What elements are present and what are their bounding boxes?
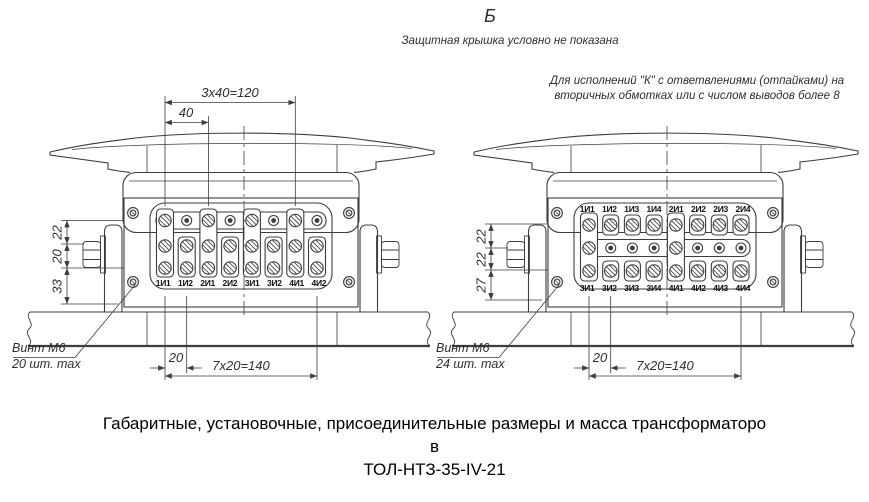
left-cover (122, 171, 360, 234)
left-screw-note: Винт М6 20 шт. max (12, 340, 81, 372)
right-view-linework (437, 126, 859, 380)
terminal-label: 3И4 (646, 282, 662, 293)
view-label: Б (484, 6, 496, 26)
terminal-label: 4И2 (311, 277, 327, 288)
terminal-label: 4И1 (668, 282, 684, 293)
left-view-linework (13, 96, 435, 380)
terminal-label: 3И2 (602, 282, 617, 293)
caption-line2: в (429, 437, 440, 456)
right-dimension-lines (437, 223, 742, 380)
left-dim-bottom-total: 7х20=140 (212, 358, 270, 373)
left-flange (49, 132, 435, 173)
right-dim-bottom-step: 20 (592, 350, 608, 365)
left-base-band (26, 311, 432, 348)
right-dim-bottom-total: 7х20=140 (636, 358, 694, 373)
terminal-label: 4И4 (735, 282, 751, 293)
left-dim-top-total: 3х40=120 (201, 85, 259, 100)
right-flange (473, 132, 859, 173)
right-terminal-labels-bottom: 3И1 3И2 3И3 3И4 4И1 4И2 4И3 4И4 (576, 283, 754, 293)
terminal-label: 4И3 (713, 282, 728, 293)
terminal-label: 2И2 (691, 203, 706, 214)
drawing-caption: Габаритные, установочные, присоединитель… (0, 412, 869, 481)
terminal-label: 3И3 (624, 282, 639, 293)
right-base-band (450, 311, 856, 348)
terminal-label: 3И1 (244, 277, 260, 288)
right-view-annotation-line1: Для исполнений "К" с ответвлениями (отпа… (549, 75, 845, 87)
caption-line1: Габаритные, установочные, присоединитель… (102, 414, 767, 433)
left-terminal-box (123, 197, 359, 308)
left-terminal-labels: 1И1 1И2 2И1 2И2 3И1 3И2 4И1 4И2 (152, 278, 330, 288)
terminal-label: 1И1 (155, 277, 171, 288)
right-screw-note-line2: 24 шт. max (436, 357, 505, 371)
left-hex-bolts (82, 235, 400, 274)
right-screw-note: Винт М6 24 шт. max (436, 340, 505, 372)
left-screw-note-line2: 20 шт. max (12, 357, 81, 371)
terminal-label: 2И2 (222, 277, 238, 288)
terminal-label: 1И1 (579, 203, 595, 214)
right-terminal-box (547, 197, 783, 308)
right-side-supports (527, 224, 803, 312)
right-hex-bolts (506, 235, 824, 274)
terminal-label: 2И1 (668, 203, 684, 214)
right-terminal-labels-top: 1И1 1И2 1И3 1И4 2И1 2И2 2И3 2И4 (576, 204, 754, 214)
terminal-label: 2И1 (200, 277, 215, 288)
caption-model: ТОЛ-НТЗ-35-IV-21 (363, 460, 506, 479)
left-screw-note-line1: Винт М6 (12, 341, 66, 355)
right-screw-leader (437, 284, 560, 358)
left-dim-top-step: 40 (178, 105, 194, 120)
view-note: Защитная крышка условно не показана (401, 35, 619, 47)
left-dim-v1: 22 (49, 225, 65, 240)
right-view-annotation-line2: вторичных обмотках или с числом выводов … (554, 90, 840, 102)
terminal-label: 4И1 (289, 277, 304, 288)
right-dim-v2: 22 (473, 252, 489, 267)
left-dim-bottom-step: 20 (168, 350, 184, 365)
terminal-label: 1И2 (178, 277, 193, 288)
right-screw-note-line1: Винт М6 (436, 341, 490, 355)
left-screw-leader (13, 284, 136, 358)
terminal-label: 1И4 (646, 203, 662, 214)
terminal-label: 2И4 (735, 203, 751, 214)
terminal-label: 3И2 (267, 277, 282, 288)
terminal-label: 1И2 (602, 203, 617, 214)
terminal-label: 1И3 (624, 203, 639, 214)
left-dim-v3: 33 (49, 279, 65, 294)
terminal-label: 4И2 (691, 282, 706, 293)
right-dim-v3: 27 (473, 278, 489, 293)
terminal-label: 2И3 (713, 203, 728, 214)
left-dim-v2: 20 (49, 249, 65, 264)
terminal-label: 3И1 (579, 282, 595, 293)
left-dimension-lines (13, 96, 318, 380)
right-view-annotation: Для исполнений "К" с ответвлениями (отпа… (524, 74, 869, 104)
left-side-supports (103, 224, 379, 312)
right-cover (546, 171, 784, 234)
